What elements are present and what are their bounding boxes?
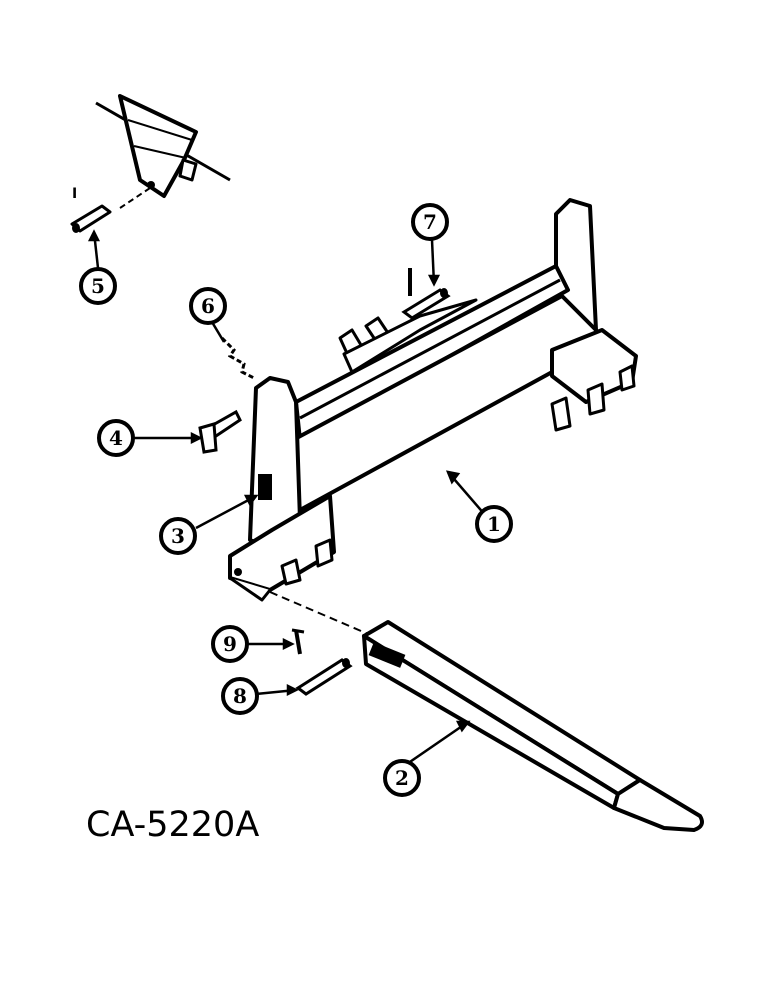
callout-2: 2: [383, 759, 421, 797]
callout-9-label: 9: [223, 632, 237, 656]
callout-9: 9: [211, 625, 249, 663]
pin-part-8: [295, 658, 353, 696]
alignment-line-fork: [269, 591, 369, 635]
clip-part-9: [291, 628, 305, 655]
pin-part-4: [198, 409, 242, 454]
callout-6: 6: [189, 287, 227, 325]
pin-part-5: [70, 187, 151, 233]
fork-part-2: [362, 620, 704, 832]
pin-part-7: [401, 268, 451, 320]
figure-code: CA-5220A: [86, 805, 259, 845]
callout-2-label: 2: [395, 766, 409, 790]
callout-7-label: 7: [423, 210, 437, 234]
callout-1: 1: [475, 505, 513, 543]
callout-4: 4: [97, 419, 135, 457]
callout-3-label: 3: [171, 524, 185, 548]
callout-4-label: 4: [109, 426, 123, 450]
callout-3: 3: [159, 517, 197, 555]
callout-6-label: 6: [201, 294, 215, 318]
callout-1-label: 1: [487, 512, 501, 536]
frame-part-1: [228, 198, 638, 602]
callout-5: 5: [79, 267, 117, 305]
callout-8-label: 8: [233, 684, 247, 708]
callout-7: 7: [411, 203, 449, 241]
inset-mounting-bracket: [95, 94, 231, 198]
callout-leaders: [87, 229, 487, 768]
pin-mark-label: I: [72, 186, 77, 202]
callout-8: 8: [221, 677, 259, 715]
callout-5-label: 5: [91, 274, 105, 298]
clip-part-6: [220, 336, 255, 380]
